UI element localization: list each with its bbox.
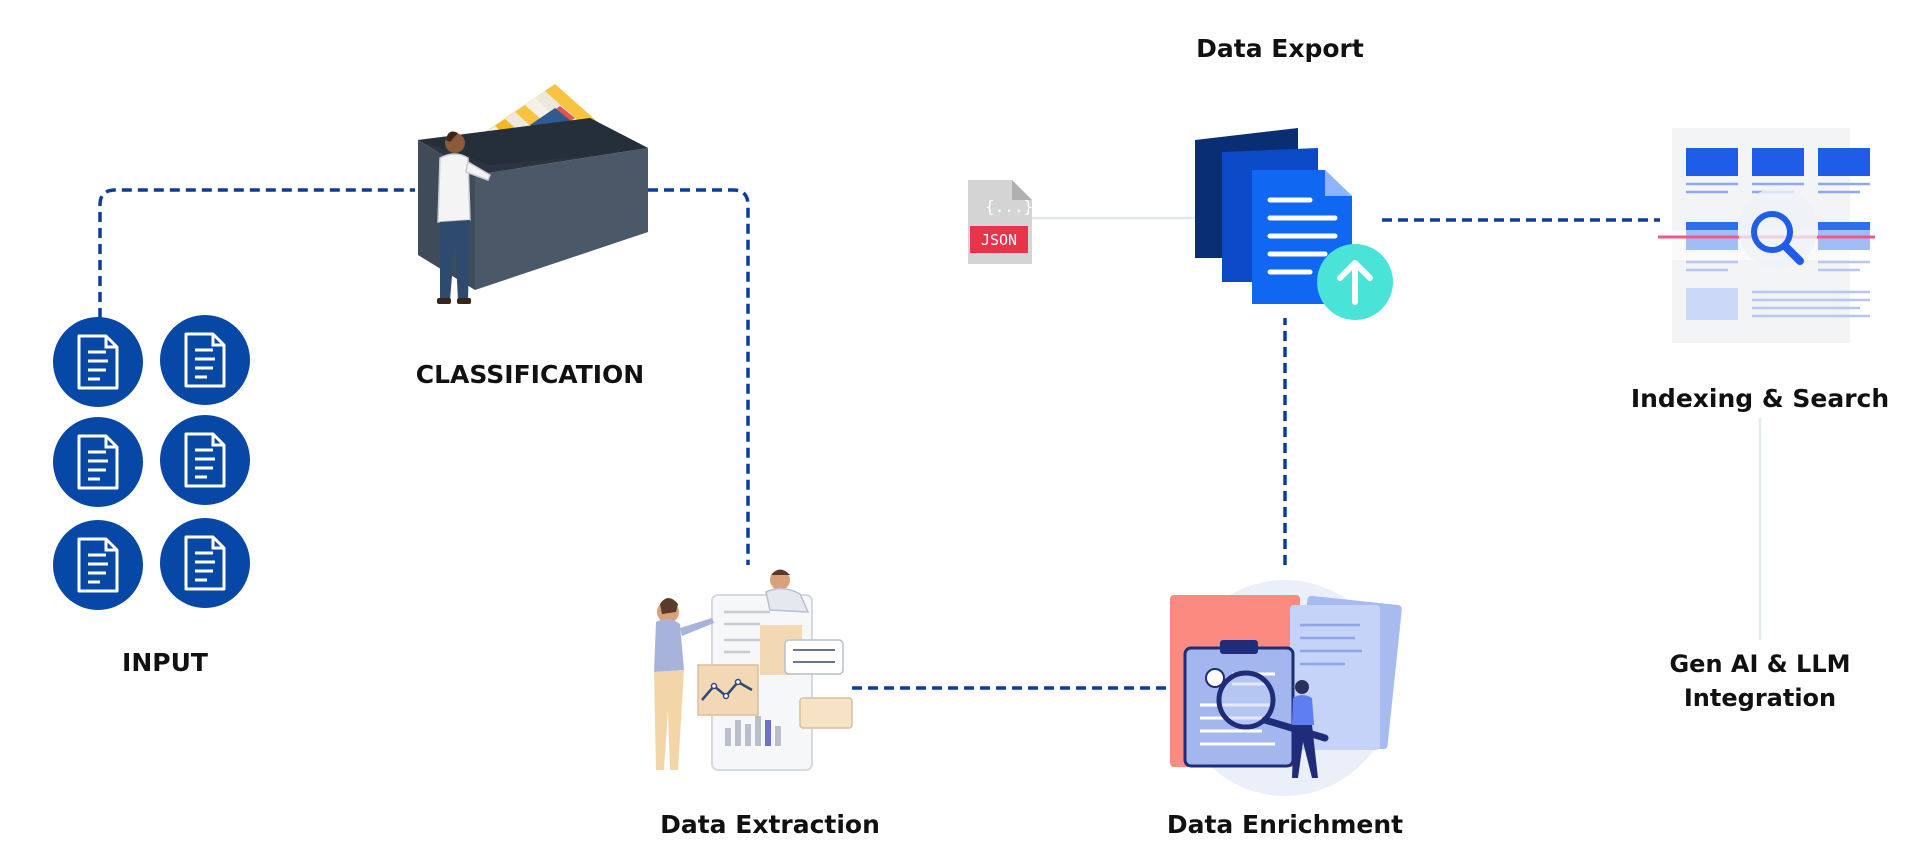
label-data-extraction: Data Extraction	[660, 810, 880, 839]
input-documents	[53, 315, 250, 610]
upload-arrow-icon	[1317, 244, 1393, 320]
clipboard-icon	[1170, 580, 1402, 796]
document-icon	[160, 315, 250, 405]
document-icon	[53, 317, 143, 407]
document-stack-icon	[1195, 128, 1352, 304]
document-icon	[160, 518, 250, 608]
label-indexing-search: Indexing & Search	[1630, 384, 1890, 413]
label-classification: CLASSIFICATION	[415, 360, 645, 389]
document-icon	[53, 417, 143, 507]
json-file-icon: {...} JSON	[968, 180, 1033, 264]
label-gen-ai-line2: Integration	[1683, 684, 1837, 712]
person-icon	[437, 131, 491, 304]
json-glyph: {...}	[985, 197, 1033, 216]
label-data-export: Data Export	[1196, 34, 1364, 63]
person-icon	[1292, 680, 1318, 778]
chart-board-icon	[654, 569, 853, 771]
document-icon	[53, 520, 143, 610]
search-index-icon	[1658, 128, 1875, 343]
label-input: INPUT	[122, 648, 208, 677]
connector-classification-extraction	[648, 188, 750, 565]
json-badge-label: JSON	[981, 231, 1017, 249]
connector-input-classification	[98, 188, 415, 318]
label-gen-ai-line1: Gen AI & LLM	[1669, 650, 1851, 678]
document-icon	[160, 415, 250, 505]
label-data-enrichment: Data Enrichment	[1166, 810, 1404, 839]
connectors	[98, 188, 1660, 690]
